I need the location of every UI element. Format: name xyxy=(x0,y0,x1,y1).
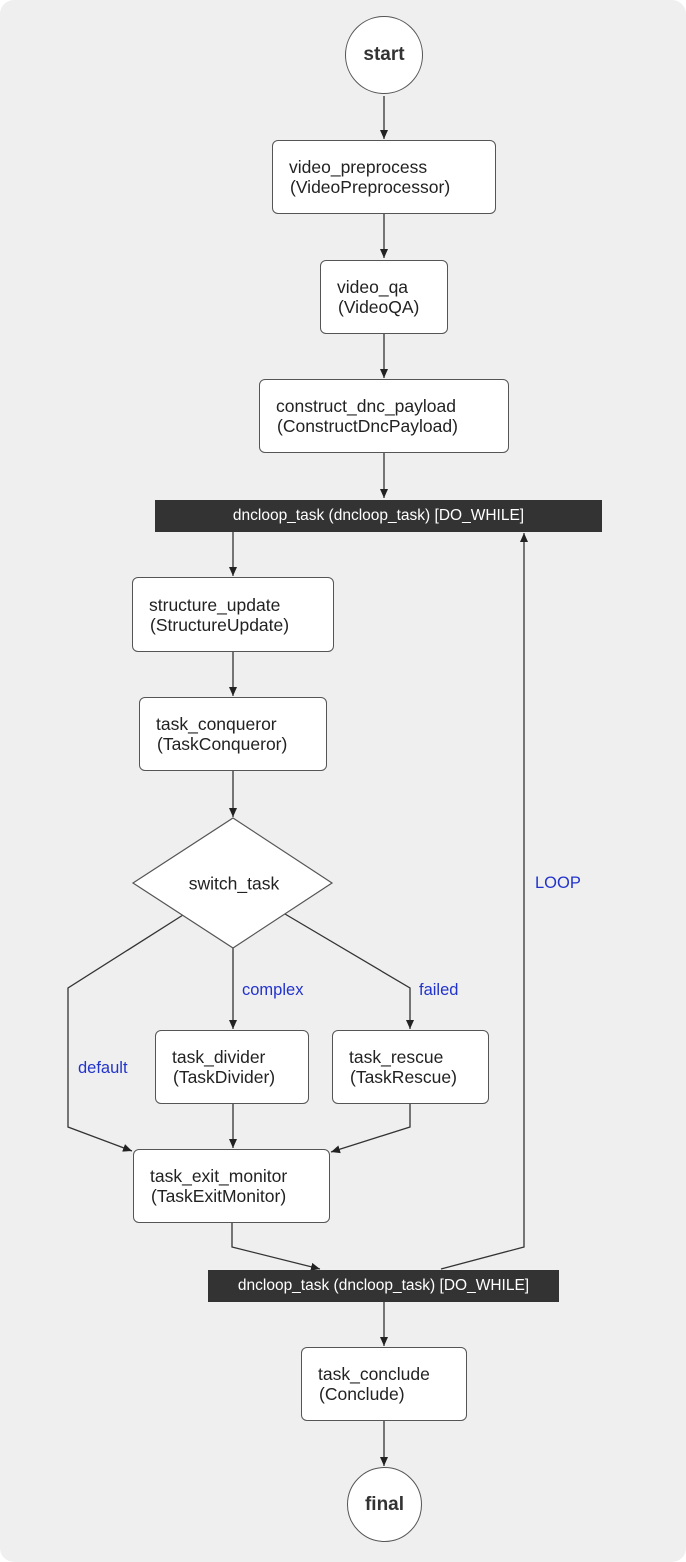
node-task-divider: task_divider (TaskDivider) xyxy=(155,1030,309,1104)
edge-label-complex: complex xyxy=(242,981,304,999)
node-name: video_preprocess xyxy=(289,157,428,177)
node-name: task_rescue xyxy=(349,1047,444,1067)
edge-loop-back xyxy=(440,533,528,1270)
node-task-rescue: task_rescue (TaskRescue) xyxy=(332,1030,489,1104)
node-video-preprocess: video_preprocess (VideoPreprocessor) xyxy=(272,140,496,214)
node-name: task_conqueror xyxy=(156,714,277,734)
node-name: structure_update xyxy=(149,594,281,615)
loop-start-bar: dncloop_task (dncloop_task) [DO_WHILE] xyxy=(155,500,602,532)
node-name: task_divider xyxy=(172,1047,266,1067)
final-node: final xyxy=(347,1467,422,1542)
node-type: (TaskConqueror) xyxy=(157,734,288,754)
edge-label-failed: failed xyxy=(419,981,459,999)
start-node: start xyxy=(345,16,423,94)
node-task-conqueror: task_conqueror (TaskConqueror) xyxy=(139,697,327,771)
node-name: construct_dnc_payload xyxy=(276,396,456,416)
edge-switch-default xyxy=(67,914,184,1152)
node-type: (TaskRescue) xyxy=(350,1067,457,1087)
edge-switch-failed xyxy=(284,913,414,1029)
node-task-conclude: task_conclude (Conclude) xyxy=(301,1347,467,1421)
node-type: (ConstructDncPayload) xyxy=(277,416,458,436)
node-construct-dnc-payload: construct_dnc_payload (ConstructDncPaylo… xyxy=(259,379,509,453)
loop-end-bar: dncloop_task (dncloop_task) [DO_WHILE] xyxy=(208,1270,559,1302)
node-video-qa: video_qa (VideoQA) xyxy=(320,260,448,334)
edge-exit-monitor-to-loop-end xyxy=(231,1223,321,1271)
node-name: video_qa xyxy=(337,277,409,297)
node-name: task_conclude xyxy=(318,1364,430,1384)
edge-task-rescue-to-exit-monitor xyxy=(330,1104,411,1154)
edge-label-loop: LOOP xyxy=(535,874,581,892)
node-type: (TaskDivider) xyxy=(173,1067,276,1087)
node-task-exit-monitor: task_exit_monitor (TaskExitMonitor) xyxy=(133,1149,330,1223)
edge-label-default: default xyxy=(78,1059,128,1077)
node-structure-update: structure_update (StructureUpdate) xyxy=(132,577,334,652)
node-type: (StructureUpdate) xyxy=(150,614,290,635)
node-type: (Conclude) xyxy=(319,1384,405,1404)
node-type: (TaskExitMonitor) xyxy=(151,1186,287,1206)
node-name: task_exit_monitor xyxy=(150,1166,288,1186)
node-type: (VideoPreprocessor) xyxy=(290,177,451,197)
switch-task-diamond xyxy=(131,817,334,949)
node-type: (VideoQA) xyxy=(338,297,420,317)
switch-task-label: switch_task xyxy=(188,873,280,894)
